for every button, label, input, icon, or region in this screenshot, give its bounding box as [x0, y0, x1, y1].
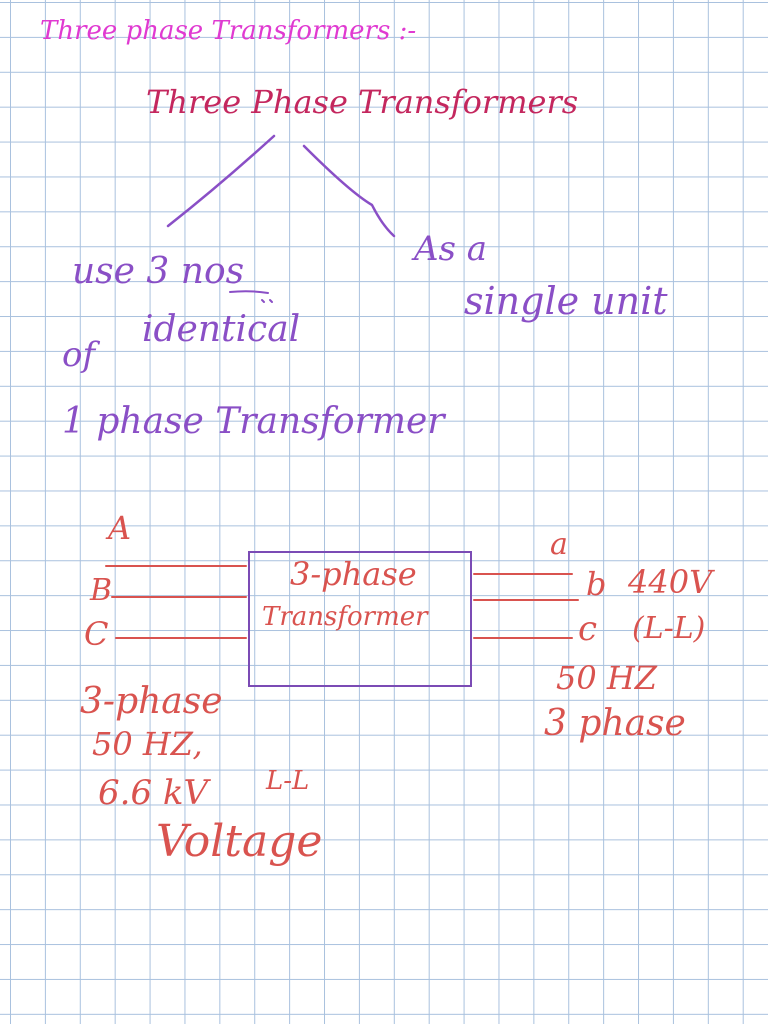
- input-note-frequency: 50 HZ,: [92, 725, 203, 763]
- input-note-line-to-line: L-L: [266, 766, 310, 796]
- transformer-label-line-2: Transformer: [262, 602, 428, 632]
- transformer-label-line-1: 3-phase: [290, 555, 417, 593]
- output-note-line-to-line: (L-L): [632, 611, 706, 646]
- output-note-frequency: 50 HZ: [556, 659, 658, 697]
- right-branch-line-2: single unit: [464, 279, 668, 323]
- left-branch-stroke: [166, 134, 276, 228]
- input-note-phase: 3-phase: [80, 681, 223, 722]
- output-label-a: a: [550, 527, 568, 562]
- left-branch-line-1: use 3 nos: [72, 251, 245, 292]
- output-label-b: b: [586, 565, 607, 603]
- left-branch-line-3: of: [62, 335, 96, 375]
- input-label-a: A: [108, 509, 132, 547]
- tree-root-label: Three Phase Transformers: [146, 83, 579, 121]
- right-branch-stroke: [302, 144, 396, 238]
- left-branch-line-4: 1 phase Transformer: [62, 401, 445, 442]
- output-note-voltage: 440V: [628, 563, 713, 601]
- right-branch-line-1: As a: [414, 229, 488, 269]
- input-label-c: C: [84, 615, 109, 653]
- left-branch-line-2: identical: [142, 309, 301, 350]
- input-note-voltage-value: 6.6 kV: [98, 773, 209, 813]
- transformer-box: [248, 551, 472, 687]
- output-label-c: c: [578, 609, 598, 649]
- input-note-voltage-word: Voltage: [156, 816, 323, 867]
- output-note-phase: 3 phase: [544, 703, 686, 744]
- page-title: Three phase Transformers :-: [40, 16, 417, 46]
- nos-dots: [261, 299, 273, 303]
- input-label-b: B: [90, 573, 113, 608]
